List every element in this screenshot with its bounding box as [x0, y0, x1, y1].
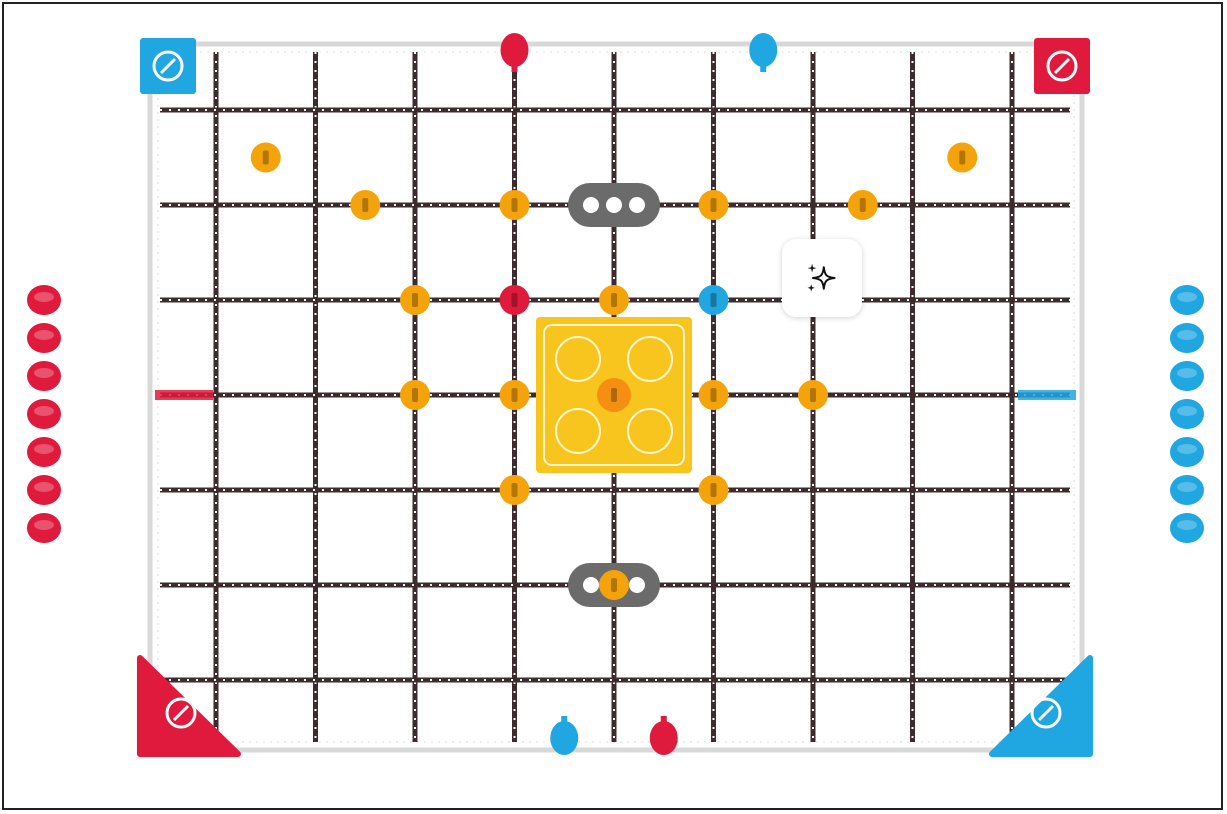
- ring-hole: [711, 483, 717, 497]
- ring-hole: [512, 388, 518, 402]
- red-reserve-ring[interactable]: [27, 399, 61, 429]
- ring-hole: [512, 483, 518, 497]
- ring-hole: [412, 388, 418, 402]
- top-right-corner-red: [1034, 38, 1090, 94]
- red-side-marker: [155, 390, 213, 400]
- bottom-left-corner-red: [140, 658, 238, 754]
- ring-hole: [611, 578, 617, 592]
- ai-sparkle-button[interactable]: [782, 239, 862, 317]
- mobile-goal-hole: [583, 577, 599, 593]
- ring-hole: [711, 198, 717, 212]
- blue-reserve-ring[interactable]: [1170, 361, 1204, 391]
- ring-hole: [611, 293, 617, 307]
- ring-hole: [711, 293, 717, 307]
- reserve-ring-highlight: [1177, 482, 1197, 492]
- red-reserve-ring[interactable]: [27, 475, 61, 505]
- corner-triangle: [992, 658, 1090, 754]
- yellow-ring[interactable]: [699, 380, 729, 410]
- stake-post: [760, 58, 766, 72]
- ring-hole: [611, 388, 617, 402]
- reserve-ring-highlight: [34, 520, 54, 530]
- blue-reserve-ring[interactable]: [1170, 475, 1204, 505]
- yellow-ring[interactable]: [947, 143, 977, 173]
- yellow-ring[interactable]: [500, 190, 530, 220]
- mobile-goal[interactable]: [568, 183, 660, 227]
- yellow-ring[interactable]: [699, 190, 729, 220]
- mobile-goal-hole: [606, 197, 622, 213]
- blue-reserve-ring[interactable]: [1170, 323, 1204, 353]
- ring-hole: [512, 293, 518, 307]
- yellow-ring[interactable]: [400, 285, 430, 315]
- ring-hole: [860, 198, 866, 212]
- yellow-ring[interactable]: [500, 475, 530, 505]
- yellow-ring[interactable]: [500, 380, 530, 410]
- reserve-ring-highlight: [34, 444, 54, 454]
- reserve-ring-highlight: [1177, 368, 1197, 378]
- yellow-ring[interactable]: [699, 475, 729, 505]
- reserve-ring-highlight: [34, 482, 54, 492]
- ring-hole: [959, 151, 965, 165]
- ring-hole: [263, 151, 269, 165]
- blue-side-marker: [1018, 390, 1076, 400]
- red-reserve-ring[interactable]: [27, 437, 61, 467]
- stake-post: [512, 58, 518, 72]
- reserve-ring-highlight: [1177, 292, 1197, 302]
- red-reserve-ring[interactable]: [27, 323, 61, 353]
- red-reserve-ring[interactable]: [27, 285, 61, 315]
- ring-hole: [810, 388, 816, 402]
- top-left-corner-blue: [140, 38, 196, 94]
- bottom-right-corner-blue: [992, 658, 1090, 754]
- red-reserve-ring[interactable]: [27, 361, 61, 391]
- yellow-ring[interactable]: [599, 285, 629, 315]
- sparkle-icon: [804, 260, 840, 296]
- corner-triangle: [140, 658, 238, 754]
- reserve-ring-highlight: [34, 406, 54, 416]
- yellow-ring[interactable]: [400, 380, 430, 410]
- center-goal-ring[interactable]: [597, 378, 631, 412]
- red-wall-stake[interactable]: [650, 716, 678, 755]
- red-peg[interactable]: [500, 285, 530, 315]
- blue-reserve-ring[interactable]: [1170, 513, 1204, 543]
- yellow-ring[interactable]: [798, 380, 828, 410]
- blue-wall-stake[interactable]: [550, 716, 578, 755]
- mobile-goal-hole: [629, 197, 645, 213]
- stake-post: [561, 716, 567, 730]
- yellow-ring[interactable]: [251, 143, 281, 173]
- ring-hole: [512, 198, 518, 212]
- yellow-ring[interactable]: [848, 190, 878, 220]
- reserve-ring-highlight: [34, 368, 54, 378]
- red-wall-stake[interactable]: [501, 33, 529, 72]
- blue-reserve-ring[interactable]: [1170, 285, 1204, 315]
- blue-reserve-ring[interactable]: [1170, 437, 1204, 467]
- reserve-ring-highlight: [34, 330, 54, 340]
- blue-wall-stake[interactable]: [749, 33, 777, 72]
- reserve-ring-highlight: [1177, 330, 1197, 340]
- yellow-ring[interactable]: [599, 570, 629, 600]
- ring-hole: [362, 198, 368, 212]
- reserve-ring-highlight: [1177, 520, 1197, 530]
- reserve-ring-highlight: [1177, 406, 1197, 416]
- stake-post: [661, 716, 667, 730]
- reserve-ring-highlight: [34, 292, 54, 302]
- reserve-ring-highlight: [1177, 444, 1197, 454]
- red-reserve-ring[interactable]: [27, 513, 61, 543]
- mobile-goal-hole: [583, 197, 599, 213]
- mobile-goal-hole: [629, 577, 645, 593]
- yellow-ring[interactable]: [350, 190, 380, 220]
- blue-peg[interactable]: [699, 285, 729, 315]
- ring-hole: [412, 293, 418, 307]
- blue-reserve-ring[interactable]: [1170, 399, 1204, 429]
- ring-hole: [711, 388, 717, 402]
